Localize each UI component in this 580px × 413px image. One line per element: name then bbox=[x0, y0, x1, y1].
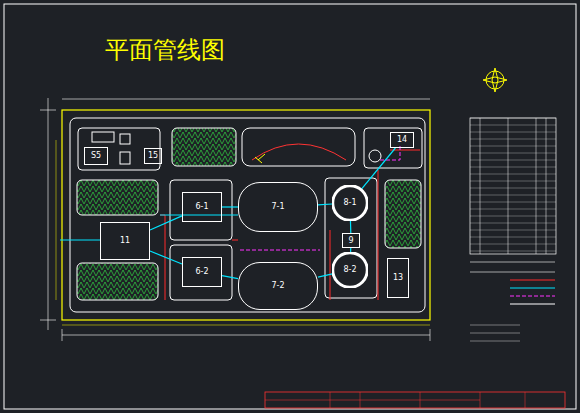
pipe-line bbox=[150, 216, 182, 230]
table-rule bbox=[470, 160, 556, 161]
structure-label: 14 bbox=[396, 136, 408, 144]
pipe-line bbox=[318, 274, 332, 277]
drawing-title: 平面管线图 bbox=[105, 34, 225, 66]
pipe-line bbox=[150, 251, 182, 264]
structure-box: 6-2 bbox=[182, 257, 222, 287]
table-rule bbox=[470, 209, 556, 210]
structure-box: 15 bbox=[144, 148, 162, 164]
structure-box: 11 bbox=[100, 222, 150, 260]
table-rule bbox=[470, 139, 556, 140]
structure-box: 7-2 bbox=[238, 262, 318, 310]
structure-label: 7-2 bbox=[270, 282, 285, 290]
structure-box: 13 bbox=[387, 258, 409, 298]
structure-box: 6-1 bbox=[182, 192, 222, 222]
table-rule bbox=[470, 118, 556, 119]
structure-label: 8-2 bbox=[342, 266, 357, 274]
table-rule bbox=[470, 146, 556, 147]
tank-circle: 8-1 bbox=[332, 185, 368, 221]
pipe-line bbox=[222, 276, 238, 279]
structure-label: 11 bbox=[119, 237, 131, 245]
tank-circle: 8-2 bbox=[332, 252, 368, 288]
structure-label: 13 bbox=[392, 274, 404, 282]
structure-box: 14 bbox=[390, 132, 414, 148]
structure-label: 6-1 bbox=[194, 203, 209, 211]
table-rule bbox=[470, 132, 556, 133]
table-rule bbox=[470, 125, 556, 126]
table-rule bbox=[470, 167, 556, 168]
table-rule bbox=[470, 174, 556, 175]
pipe-line bbox=[361, 148, 395, 189]
table-rule bbox=[470, 237, 556, 238]
table-rule bbox=[470, 251, 556, 252]
table-rule bbox=[470, 202, 556, 203]
structure-box: 9 bbox=[342, 233, 360, 248]
table-rule bbox=[470, 188, 556, 189]
table-rule bbox=[470, 153, 556, 154]
structure-label: 15 bbox=[147, 152, 159, 160]
table-rule bbox=[470, 195, 556, 196]
structure-label: S5 bbox=[90, 152, 102, 160]
table-rule bbox=[470, 244, 556, 245]
pipe-line bbox=[318, 203, 332, 205]
structure-label: 8-1 bbox=[342, 199, 357, 207]
structure-label: 9 bbox=[347, 237, 354, 245]
pipe-line bbox=[350, 221, 352, 233]
structure-label: 7-1 bbox=[270, 203, 285, 211]
table-rule bbox=[470, 181, 556, 182]
pipe-line bbox=[222, 206, 238, 207]
table-rule bbox=[470, 230, 556, 231]
structure-label: 6-2 bbox=[194, 268, 209, 276]
table-rule bbox=[470, 223, 556, 224]
table-rule bbox=[470, 216, 556, 217]
structure-box: 7-1 bbox=[238, 182, 318, 232]
structure-box: S5 bbox=[84, 147, 108, 165]
